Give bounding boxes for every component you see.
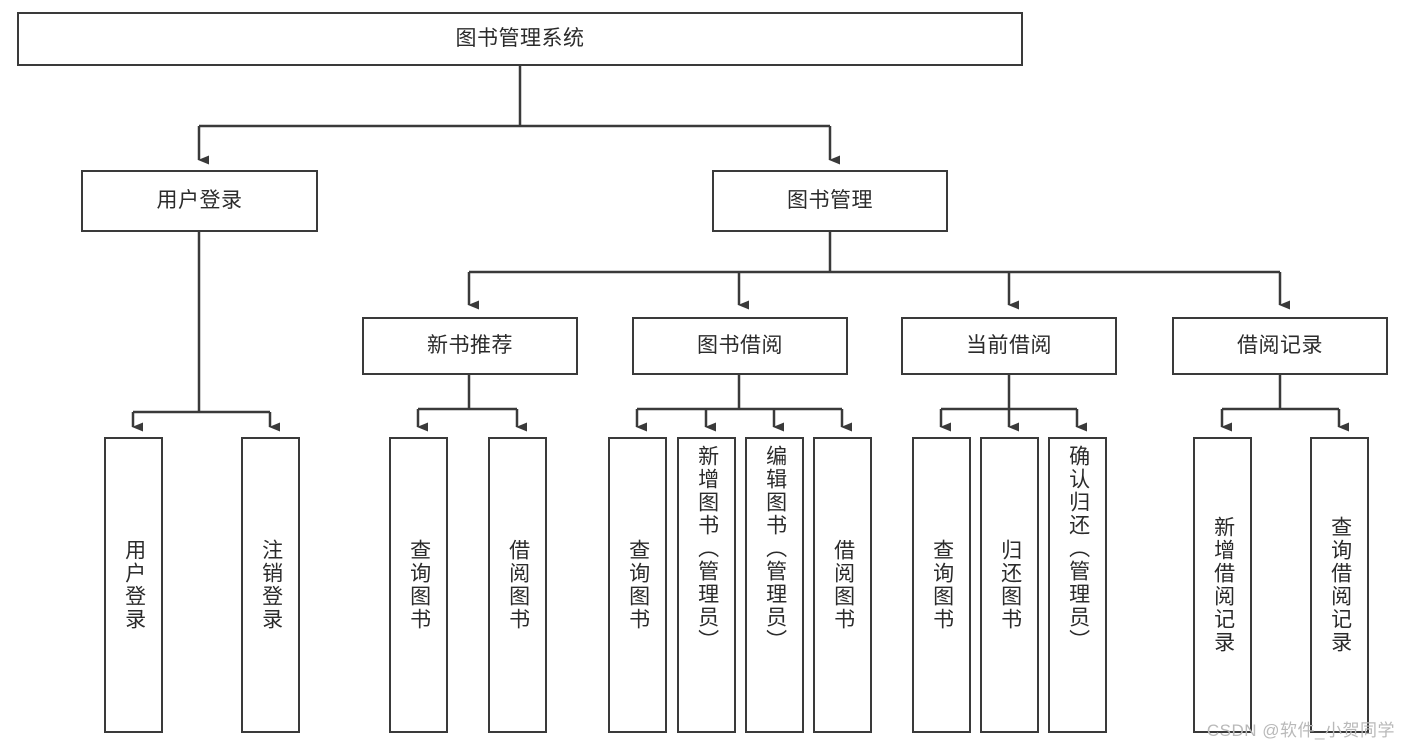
node-label: 用户登录 <box>156 189 243 213</box>
node-label: 借阅记录 <box>1237 334 1323 358</box>
node-label: 新书推荐 <box>427 334 513 358</box>
node-label: 注销登录 <box>259 539 283 631</box>
node-label: 当前借阅 <box>966 334 1052 358</box>
node-leaf-borrow-book-2[interactable]: 借阅图书 <box>813 437 872 733</box>
node-label: 新增借阅记录 <box>1211 516 1235 654</box>
node-book-borrow[interactable]: 图书借阅 <box>632 317 848 375</box>
node-label: 归还图书 <box>998 539 1022 631</box>
node-label: 新增图书（管理员） <box>695 445 719 652</box>
node-leaf-add-borrow-record[interactable]: 新增借阅记录 <box>1193 437 1252 733</box>
node-book-management-system[interactable]: 图书管理系统 <box>17 12 1023 66</box>
node-label: 借阅图书 <box>506 539 530 631</box>
node-user-login[interactable]: 用户登录 <box>81 170 318 232</box>
node-label: 查询借阅记录 <box>1328 516 1352 654</box>
node-label: 确认归还（管理员） <box>1066 445 1090 652</box>
node-label: 编辑图书（管理员） <box>763 445 787 652</box>
node-label: 图书管理 <box>787 189 873 213</box>
node-leaf-confirm-return-admin[interactable]: 确认归还（管理员） <box>1048 437 1107 733</box>
node-leaf-query-borrow-record[interactable]: 查询借阅记录 <box>1310 437 1369 733</box>
node-label: 查询图书 <box>930 539 954 631</box>
node-borrow-record[interactable]: 借阅记录 <box>1172 317 1388 375</box>
node-book-management[interactable]: 图书管理 <box>712 170 948 232</box>
node-leaf-borrow-book-1[interactable]: 借阅图书 <box>488 437 547 733</box>
node-leaf-edit-book-admin[interactable]: 编辑图书（管理员） <box>745 437 804 733</box>
node-leaf-user-login[interactable]: 用户登录 <box>104 437 163 733</box>
node-leaf-query-book-3[interactable]: 查询图书 <box>912 437 971 733</box>
csdn-watermark: CSDN @软件_小贺同学 <box>1206 721 1395 740</box>
node-label: 图书借阅 <box>697 334 783 358</box>
node-new-book-recommend[interactable]: 新书推荐 <box>362 317 578 375</box>
node-current-borrow[interactable]: 当前借阅 <box>901 317 1117 375</box>
node-label: 查询图书 <box>626 539 650 631</box>
node-leaf-return-book[interactable]: 归还图书 <box>980 437 1039 733</box>
node-leaf-query-book-2[interactable]: 查询图书 <box>608 437 667 733</box>
node-leaf-query-book-1[interactable]: 查询图书 <box>389 437 448 733</box>
node-label: 查询图书 <box>407 539 431 631</box>
node-leaf-add-book-admin[interactable]: 新增图书（管理员） <box>677 437 736 733</box>
node-leaf-logout-login[interactable]: 注销登录 <box>241 437 300 733</box>
node-label: 用户登录 <box>122 539 146 631</box>
node-label: 图书管理系统 <box>455 27 585 51</box>
node-label: 借阅图书 <box>831 539 855 631</box>
